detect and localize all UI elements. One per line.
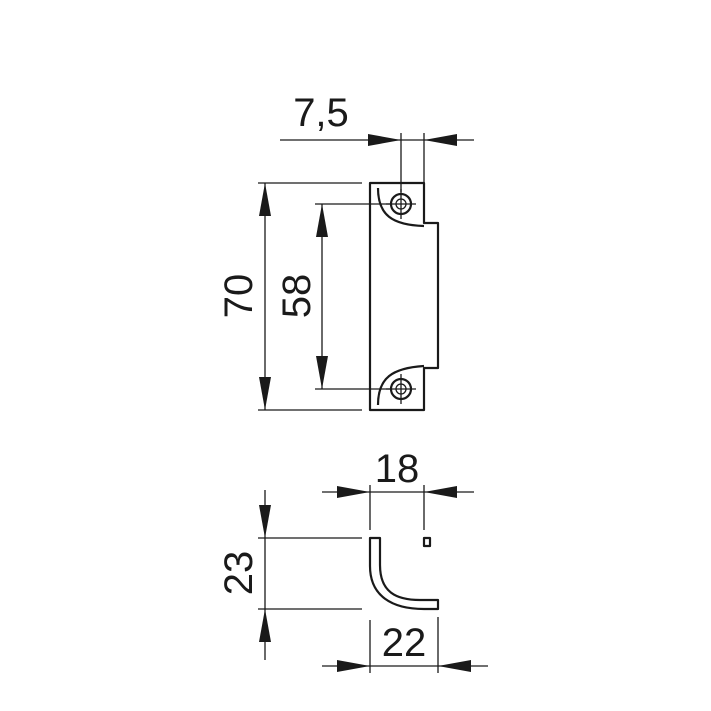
- dimension-label-side-height: 23: [217, 551, 261, 596]
- dimension-label-base-width: 22: [382, 621, 427, 665]
- dimension-base-width: 22: [322, 617, 488, 673]
- strike-plate-pocket: [376, 187, 425, 406]
- front-view: 7,5 70 58: [217, 91, 474, 412]
- strike-plate-profile: [368, 536, 440, 611]
- dimension-total-height: 70: [217, 182, 362, 411]
- dimension-label-top-width: 7,5: [293, 91, 349, 135]
- lower-screw-hole-icon: [386, 374, 416, 404]
- dimension-top-width: 7,5: [280, 91, 474, 192]
- dimension-label-total-height: 70: [217, 274, 261, 319]
- upper-screw-hole-icon: [386, 189, 416, 219]
- dimension-side-height: 23: [217, 490, 362, 660]
- dimension-side-width: 18: [322, 447, 474, 530]
- side-view: 18 23 22: [217, 447, 488, 673]
- dimension-label-side-width: 18: [375, 447, 420, 491]
- dimension-hole-spacing: 58: [275, 203, 390, 390]
- strike-plate-outline: [368, 181, 440, 412]
- dimension-label-hole-spacing: 58: [275, 274, 319, 319]
